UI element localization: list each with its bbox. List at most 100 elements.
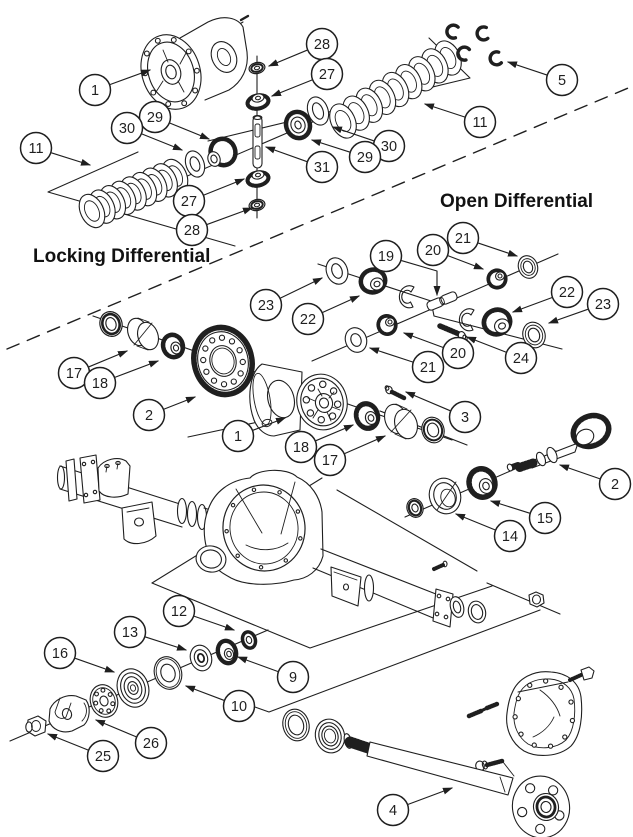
c-clips-drawing [445,23,504,67]
callout-31: 31 [265,146,339,184]
svg-text:28: 28 [314,37,330,53]
side-gears-and-washers-drawing [184,96,330,178]
svg-text:30: 30 [381,139,397,155]
callout-30: 30 [110,111,183,151]
callout-29: 29 [311,139,382,174]
pinion-nut-drawing [528,591,545,608]
collapsible-spacer-drawing [240,630,258,650]
svg-text:25: 25 [95,749,111,765]
svg-text:3: 3 [461,410,469,426]
carrier-bearing-right [353,401,381,431]
section-divider-dashed-line [6,85,633,350]
svg-text:27: 27 [319,67,335,83]
callout-16: 16 [43,636,115,673]
svg-text:21: 21 [420,360,436,376]
pinion-seal-drawing [406,498,424,518]
svg-text:23: 23 [258,298,274,314]
locking-differential-group [78,14,504,229]
callout-1: 1 [78,69,151,107]
callout-1: 1 [221,417,286,453]
callout-18: 18 [83,360,159,400]
svg-text:20: 20 [450,346,466,362]
cover-bolt-drawing [568,666,595,682]
axle-flange-drawing [511,775,571,837]
svg-text:29: 29 [147,110,163,126]
callout-5: 5 [507,61,579,97]
callout-13: 13 [113,615,187,651]
clutch-pack-right-drawing [329,40,462,139]
callout-3: 3 [405,391,482,434]
callout-11: 11 [19,131,91,166]
bearing-shim-cup-left [127,317,159,351]
svg-text:2: 2 [145,408,153,424]
callout-17: 17 [313,435,386,477]
washer-drawing [153,656,183,690]
callout-27: 27 [271,57,344,97]
clutch-pack-left-drawing [78,158,189,229]
callout-23: 23 [249,277,323,322]
axle-bearing-drawing [314,718,346,754]
svg-text:22: 22 [559,285,575,301]
pinion-bearing-drawing [466,466,498,500]
svg-text:10: 10 [231,699,247,715]
svg-text:16: 16 [52,646,68,662]
seal-drawing [189,644,213,672]
svg-text:5: 5 [558,73,566,89]
svg-text:13: 13 [122,625,138,641]
ring-gear-drawing [191,324,255,398]
svg-text:23: 23 [595,297,611,313]
svg-text:20: 20 [425,243,441,259]
stud-bolt-drawing [466,701,500,719]
svg-text:24: 24 [513,351,529,367]
callout-2: 2 [559,464,632,501]
callout-28: 28 [175,207,253,247]
svg-text:18: 18 [92,376,108,392]
spider-gear-stack-drawing [245,61,271,212]
callout-9: 9 [237,656,310,694]
callout-25: 25 [47,733,120,773]
callout-4: 4 [376,787,453,827]
svg-text:18: 18 [293,440,309,456]
callout-20: 20 [403,332,475,370]
callout-21: 21 [446,221,518,257]
svg-text:1: 1 [91,83,99,99]
callout-22: 22 [512,275,584,313]
callout-23: 23 [548,287,620,324]
svg-text:4: 4 [389,803,397,819]
lock-bolt-drawing [384,385,407,401]
svg-text:27: 27 [181,194,197,210]
callout-17: 17 [57,350,128,390]
callout-14: 14 [455,513,527,553]
yoke-flange-drawing [89,684,119,718]
callout-20: 20 [416,233,484,270]
axle-shaft-group [282,666,595,837]
svg-text:19: 19 [378,249,394,265]
axle-shaft-drawing [343,733,514,796]
svg-text:21: 21 [455,231,471,247]
svg-text:9: 9 [289,670,297,686]
callout-18: 18 [284,424,354,464]
carrier-bearing-left [160,332,186,360]
svg-text:1: 1 [234,429,242,445]
pinion-group [406,412,612,518]
callout-28: 28 [268,27,339,67]
callout-10: 10 [185,685,256,723]
svg-text:28: 28 [184,223,200,239]
svg-text:2: 2 [611,477,619,493]
svg-text:12: 12 [171,604,187,620]
bearing-shim-cup-right [384,403,418,440]
yoke-drawing [48,695,90,733]
open-differential-internals-group [325,255,546,353]
callout-12: 12 [162,594,235,631]
callout-27: 27 [172,178,245,218]
callout-26: 26 [95,719,168,760]
svg-text:14: 14 [502,529,518,545]
pinion-yoke-group [25,630,258,737]
svg-text:15: 15 [537,511,553,527]
callout-29: 29 [138,100,210,140]
pinion-nut-drawing [25,715,47,737]
front-pinion-bearing-drawing [215,638,239,666]
